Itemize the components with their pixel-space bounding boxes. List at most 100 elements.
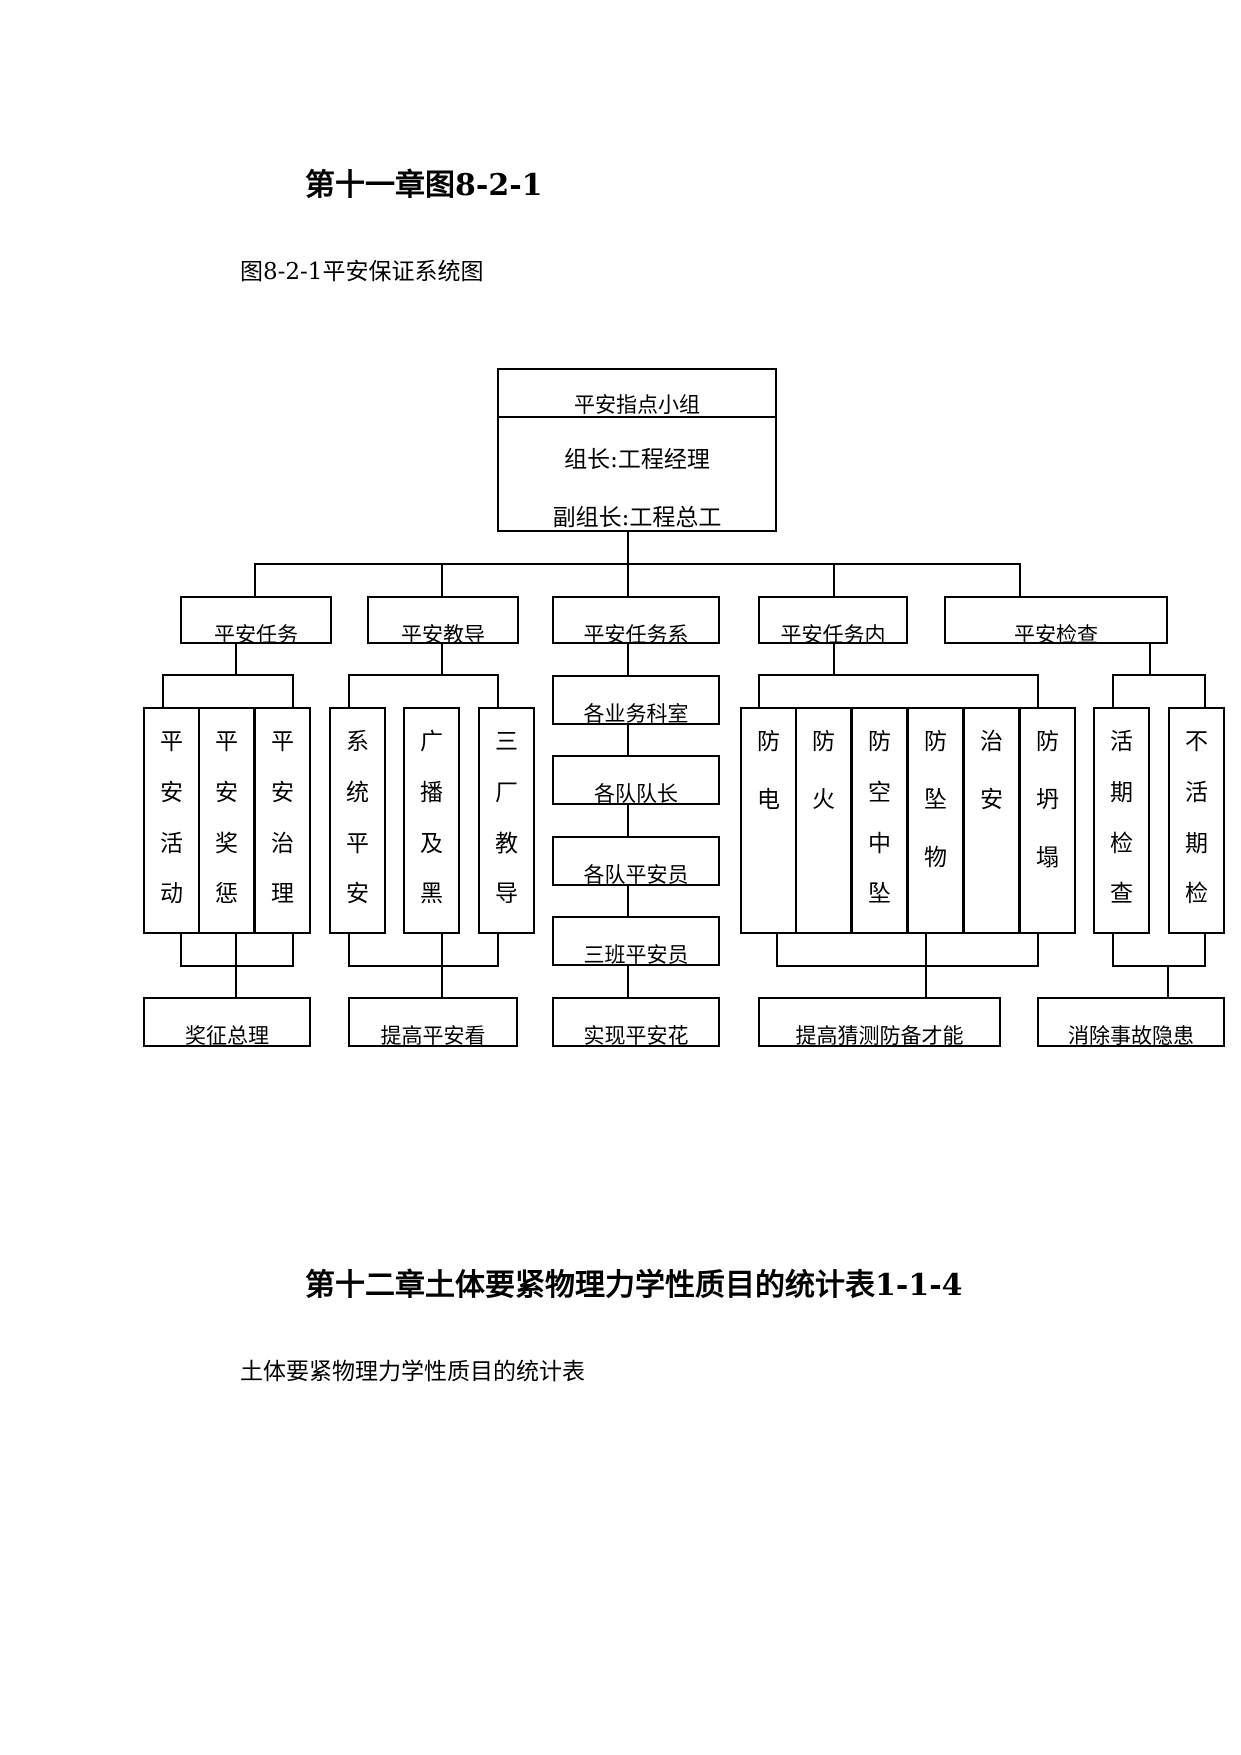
char: 防	[924, 729, 947, 755]
connector	[758, 674, 760, 708]
connector	[833, 644, 835, 675]
char: 惩	[215, 881, 238, 908]
connector	[1019, 563, 1021, 597]
char: 安	[160, 779, 183, 806]
connector	[1204, 934, 1206, 966]
chain-box-team-leaders: 各队队长	[552, 755, 720, 805]
char: 动	[160, 881, 183, 908]
connector	[162, 674, 164, 708]
level2-box-safety-education: 平安教导	[367, 596, 519, 644]
char: 教	[495, 830, 518, 857]
char: 统	[346, 779, 369, 806]
figure-caption: 图8-2-1平安保证系统图	[240, 259, 484, 285]
group2-item-broadcast: 广播及黑	[403, 707, 460, 934]
chapter-11-heading: 第十一章图8-2-1	[305, 168, 543, 203]
char: 安	[215, 779, 238, 806]
char: 中	[868, 830, 891, 857]
connector	[1037, 934, 1039, 966]
connector	[627, 886, 629, 917]
group1-item-safety-activity: 平安活动	[143, 707, 200, 934]
char: 平	[346, 830, 369, 857]
char: 系	[346, 729, 369, 755]
char: 及	[420, 830, 443, 857]
connector	[180, 965, 294, 967]
char: 坍	[1036, 787, 1059, 813]
connector	[348, 674, 350, 708]
deputy-leader-text: 副组长:工程总工	[552, 505, 722, 531]
connector	[348, 934, 350, 966]
connector	[627, 563, 629, 597]
chain-box-team-safety-officers: 各队平安员	[552, 836, 720, 886]
char: 电	[757, 787, 780, 813]
group1-item-safety-management: 平安治理	[254, 707, 311, 934]
char: 物	[924, 845, 947, 871]
connector	[441, 563, 443, 597]
char: 播	[420, 779, 443, 806]
chapter-12-heading: 第十二章土体要紧物理力学性质目的统计表1-1-4	[305, 1268, 963, 1303]
bottom-box-reward-summary: 奖征总理	[143, 997, 311, 1047]
char: 厂	[495, 779, 518, 806]
group4-item-fall-prevention: 防空中坠	[851, 707, 908, 934]
group4-item-public-security: 治安	[963, 707, 1020, 934]
bottom-box-achieve-safety: 实现平安花	[552, 997, 720, 1047]
connector	[348, 965, 499, 967]
connector	[1112, 965, 1206, 967]
connector	[162, 674, 293, 676]
connector	[627, 644, 629, 676]
leading-group-title: 平安指点小组	[499, 370, 775, 418]
connector	[776, 965, 1039, 967]
group4-item-falling-object-prevention: 防坠物	[907, 707, 964, 934]
chain-box-business-departments: 各业务科室	[552, 675, 720, 725]
chain-box-shift-safety-officers: 三班平安员	[552, 916, 720, 966]
char: 导	[495, 881, 518, 908]
connector	[497, 674, 499, 708]
connector	[1037, 674, 1039, 708]
connector	[833, 563, 835, 597]
connector	[1112, 674, 1114, 708]
connector	[1167, 965, 1169, 998]
char: 坠	[868, 881, 891, 908]
safety-leading-group-box: 平安指点小组 组长:工程经理 副组长:工程总工	[497, 368, 777, 532]
connector	[1149, 644, 1151, 675]
connector	[441, 934, 443, 998]
bottom-box-improve-safety: 提高平安看	[348, 997, 518, 1047]
char: 奖	[215, 830, 238, 857]
level2-box-safety-task-system: 平安任务系	[552, 596, 720, 644]
char: 治	[271, 830, 294, 857]
connector	[627, 966, 629, 998]
char: 黑	[420, 881, 443, 908]
char: 塌	[1036, 845, 1059, 871]
char: 防	[812, 729, 835, 755]
connector	[627, 532, 629, 564]
char: 期	[1110, 779, 1133, 806]
char: 火	[812, 787, 835, 813]
char: 防	[1036, 729, 1059, 755]
group5-item-irregular-inspection: 不活期检	[1168, 707, 1225, 934]
connector	[348, 674, 498, 676]
char: 理	[271, 881, 294, 908]
group4-item-electric-prevention: 防电	[740, 707, 797, 934]
connector	[180, 934, 182, 966]
char: 活	[1110, 729, 1133, 755]
group4-item-collapse-prevention: 防坍塌	[1019, 707, 1076, 934]
char: 安	[346, 881, 369, 908]
group2-item-system-safety: 系统平安	[329, 707, 386, 934]
char: 不	[1185, 729, 1208, 755]
char: 平	[160, 729, 183, 755]
bottom-box-eliminate-hazards: 消除事故隐患	[1037, 997, 1225, 1047]
connector	[292, 674, 294, 708]
char: 广	[420, 729, 443, 755]
char: 平	[215, 729, 238, 755]
char: 检	[1185, 881, 1208, 908]
char: 治	[980, 729, 1003, 755]
char: 检	[1110, 830, 1133, 857]
char: 坠	[924, 787, 947, 813]
char: 三	[495, 729, 518, 755]
level2-box-safety-task-content: 平安任务内	[758, 596, 908, 644]
group-leader-text: 组长:工程经理	[564, 447, 710, 473]
connector	[254, 563, 256, 597]
char: 空	[868, 779, 891, 806]
connector	[254, 563, 1021, 565]
group4-item-fire-prevention: 防火	[795, 707, 852, 934]
char: 防	[868, 729, 891, 755]
